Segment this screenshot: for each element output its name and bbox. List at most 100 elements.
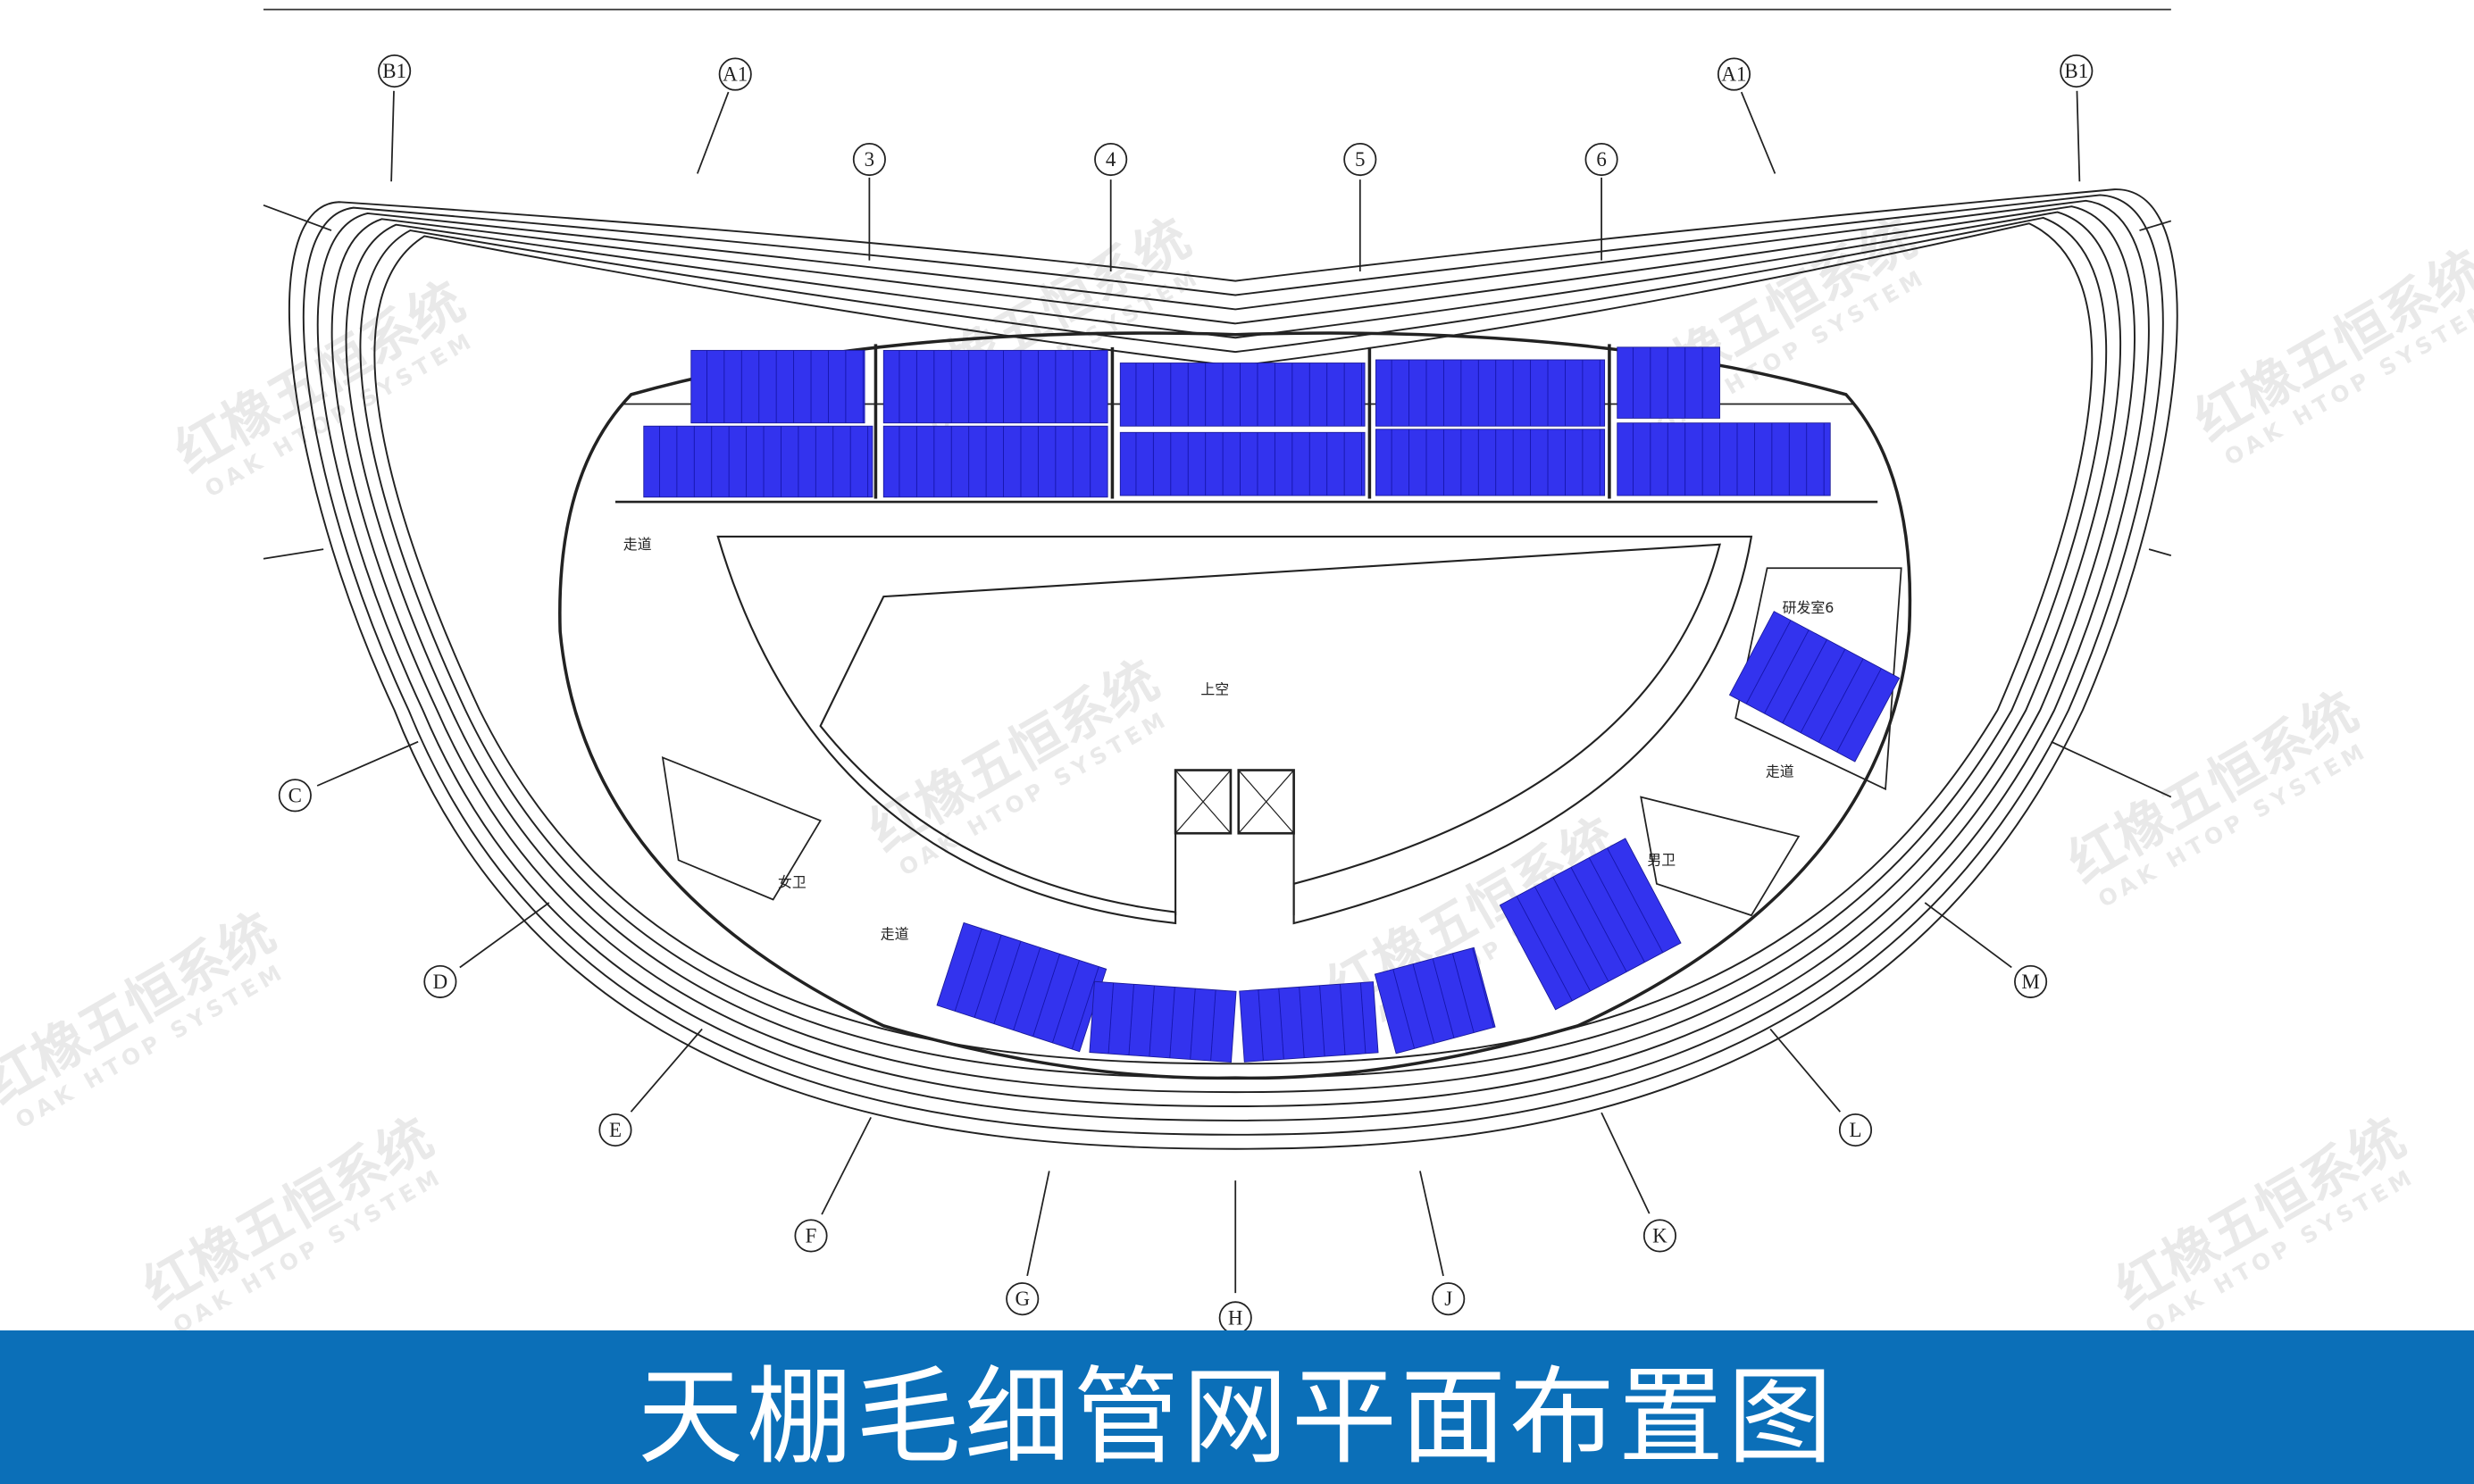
panel-divider bbox=[1472, 947, 1494, 1028]
panel-rect bbox=[1499, 838, 1682, 1011]
grid-axis-label: L bbox=[1849, 1119, 1861, 1141]
panel-divider bbox=[1764, 629, 1810, 714]
grid-axis-label: 5 bbox=[1355, 148, 1365, 171]
grid-axis-bubble bbox=[598, 1113, 632, 1147]
outer-wall-ring bbox=[330, 205, 2135, 1107]
grid-axis-bubble bbox=[852, 142, 886, 177]
grid-axis-line bbox=[697, 91, 730, 174]
outer-wall-ring bbox=[288, 188, 2178, 1150]
grid-axis-line bbox=[263, 204, 332, 231]
panel-zone bbox=[1375, 429, 1606, 496]
panel-zone bbox=[643, 425, 873, 498]
panel-divider bbox=[1051, 960, 1080, 1044]
grid-axis-bubble bbox=[2014, 964, 2048, 998]
room-label-corridor: 走道 bbox=[1766, 763, 1794, 780]
grid-axis-label: F bbox=[806, 1224, 817, 1246]
panel-divider bbox=[1392, 969, 1416, 1049]
room-label-womens-wc: 女卫 bbox=[778, 873, 807, 890]
panel-zone bbox=[1119, 431, 1366, 496]
grid-axis-line bbox=[1419, 1171, 1444, 1277]
grid-axis-line bbox=[2051, 740, 2172, 798]
panel-zone bbox=[936, 921, 1107, 1053]
grid-axis-line bbox=[263, 548, 324, 560]
panel-zone bbox=[1119, 363, 1366, 427]
grid-axis-line bbox=[2076, 90, 2081, 182]
panel-divider bbox=[1340, 984, 1346, 1055]
grid-axis-line bbox=[390, 90, 395, 182]
room-labels: 走道 走道 走道 上空 研发室6 女卫 男卫 bbox=[623, 536, 1835, 943]
panel-divider bbox=[1800, 648, 1846, 733]
grid-axis-label: 4 bbox=[1106, 148, 1116, 171]
panel-zone bbox=[1499, 838, 1682, 1011]
panel-zone bbox=[1617, 422, 1831, 496]
panel-divider bbox=[1534, 886, 1592, 992]
watermark-text: 红橡五恒系统 bbox=[0, 901, 286, 1116]
grid-axis-line bbox=[2139, 220, 2172, 231]
panel-divider bbox=[1836, 668, 1882, 753]
room-label-corridor: 走道 bbox=[881, 926, 909, 943]
grid-axis-bubble bbox=[1343, 142, 1377, 177]
title-bar: 天棚毛细管网平面布置图 bbox=[0, 1330, 2474, 1484]
grid-axis-line bbox=[821, 1116, 872, 1215]
panel-divider bbox=[1169, 987, 1175, 1058]
panel-divider bbox=[1319, 985, 1325, 1057]
grid-axis-label: G bbox=[1015, 1288, 1030, 1310]
panel-zone bbox=[882, 425, 1108, 498]
grid-axis-label: M bbox=[2021, 971, 2039, 993]
grid-axis-label: C bbox=[288, 784, 302, 806]
panel-divider bbox=[1516, 896, 1573, 1001]
room-label-mens-wc: 男卫 bbox=[1647, 852, 1676, 869]
outer-wall-ring bbox=[345, 211, 2122, 1094]
panel-divider bbox=[1745, 620, 1792, 704]
grid-axis-label: D bbox=[433, 971, 448, 993]
panel-divider bbox=[1210, 989, 1216, 1062]
panel-divider bbox=[1071, 966, 1099, 1050]
outer-wall-ring bbox=[302, 194, 2164, 1136]
panel-zone bbox=[1089, 980, 1237, 1063]
drawing-title: 天棚毛细管网平面布置图 bbox=[637, 1355, 1836, 1479]
grid-axis-label: 3 bbox=[865, 148, 874, 171]
panel-rect bbox=[1089, 980, 1237, 1063]
panel-divider bbox=[1299, 987, 1305, 1058]
grid-axis-label: A1 bbox=[723, 63, 748, 86]
panel-zone bbox=[1375, 359, 1606, 427]
panel-divider bbox=[974, 934, 1002, 1018]
panel-divider bbox=[1032, 954, 1061, 1037]
grid-axis-label: A1 bbox=[1721, 63, 1746, 86]
building-outline bbox=[558, 331, 1912, 1080]
grid-axis-label: H bbox=[1228, 1306, 1243, 1329]
grid-axis-bubble bbox=[794, 1219, 828, 1253]
panel-divider bbox=[1552, 876, 1609, 982]
panel-divider bbox=[1013, 947, 1041, 1030]
grid-axis-label: J bbox=[1444, 1288, 1452, 1310]
panel-divider bbox=[1128, 984, 1134, 1055]
room-label-void: 上空 bbox=[1200, 681, 1229, 698]
grid-axis-line bbox=[459, 902, 550, 969]
grid-axis-line bbox=[1601, 1112, 1651, 1214]
grid-axis-label: 6 bbox=[1596, 148, 1606, 171]
panel-zone bbox=[1728, 611, 1901, 763]
grid-axis-bubble bbox=[1838, 1113, 1873, 1147]
panel-divider bbox=[1570, 867, 1627, 972]
panel-divider bbox=[1107, 982, 1115, 1055]
grid-axis-line bbox=[1026, 1171, 1050, 1277]
grid-axis-label: B1 bbox=[2064, 60, 2088, 82]
panel-divider bbox=[1818, 658, 1864, 743]
grid-axis-line bbox=[1740, 91, 1776, 174]
grid-axis-line bbox=[630, 1028, 703, 1113]
panel-divider bbox=[1588, 857, 1645, 963]
grid-axis-bubble bbox=[1218, 1301, 1252, 1330]
outer-curved-walls bbox=[288, 188, 2178, 1150]
panel-divider bbox=[1359, 982, 1367, 1054]
grid-axis-bubble bbox=[423, 964, 457, 998]
grid-axis-label: B1 bbox=[382, 60, 406, 82]
outer-wall-ring bbox=[316, 199, 2150, 1121]
